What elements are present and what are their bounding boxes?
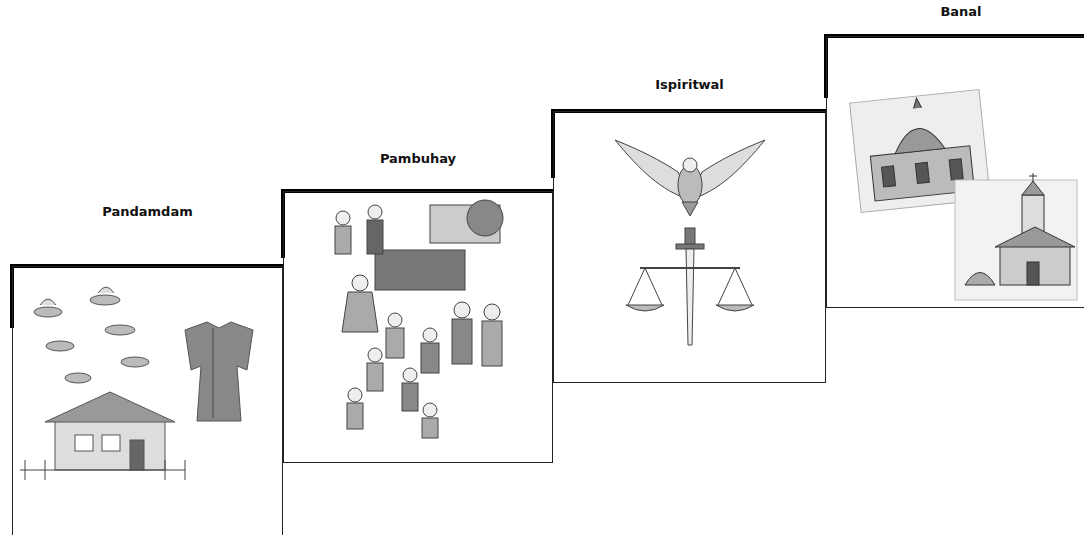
step-lines <box>12 36 1084 328</box>
dove-and-justice-scales <box>615 140 765 345</box>
step-box: Pambuhay <box>283 191 553 463</box>
step-title: Banal <box>827 4 1084 19</box>
food-clothes-house <box>20 287 253 480</box>
community-people <box>335 200 503 438</box>
step-title: Pambuhay <box>284 151 552 166</box>
step-box: Ispiritwal <box>553 111 826 383</box>
step-title: Ispiritwal <box>554 77 825 92</box>
mosque-and-church <box>850 90 1077 300</box>
step-box: Pandamdam <box>12 266 283 535</box>
step-title: Pandamdam <box>13 204 282 219</box>
step-box: Banal <box>826 36 1084 308</box>
